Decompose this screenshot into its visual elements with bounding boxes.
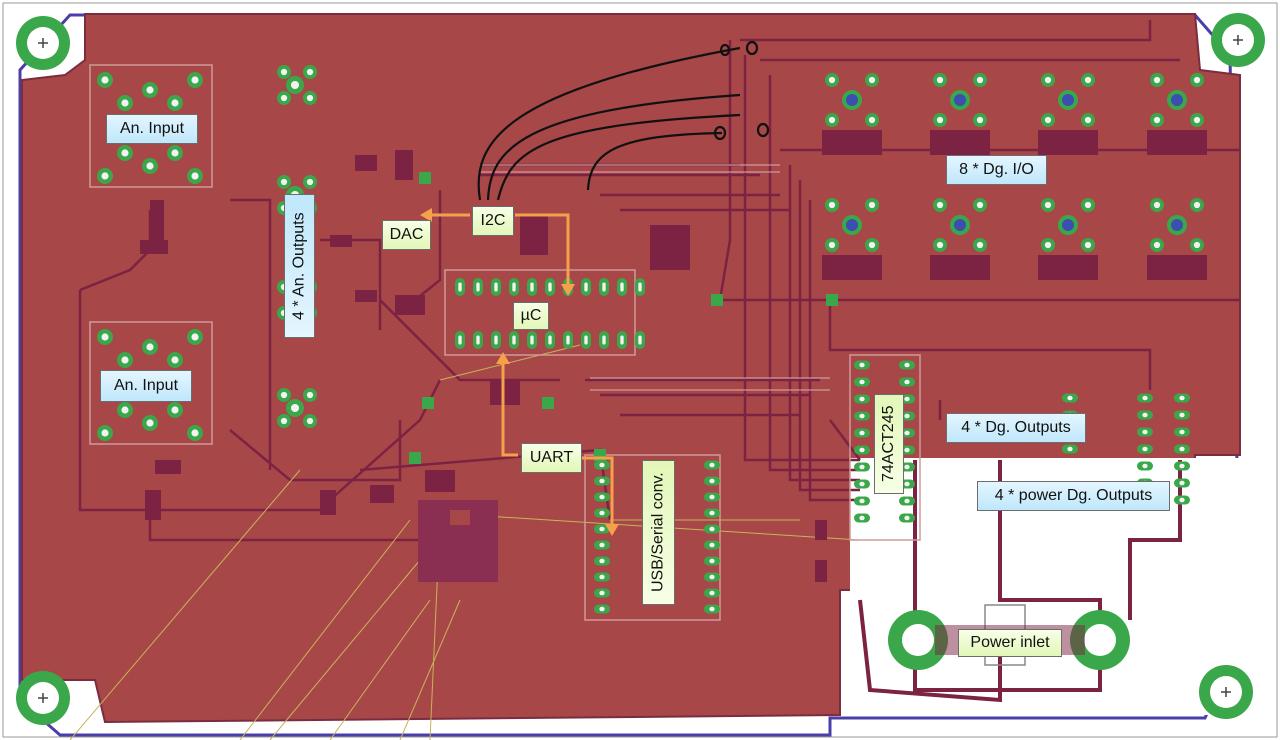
hand-drawn-wires (477, 40, 770, 201)
smd-pad (822, 130, 882, 155)
power-inlet-label: Power inlet (958, 629, 1062, 657)
smd-pad (320, 490, 336, 515)
dg-io-label: 8 * Dg. I/O (946, 155, 1047, 185)
smd-pad (395, 295, 425, 315)
ic-74act245-label: 74ACT245 (874, 394, 904, 494)
smd-pad (140, 240, 168, 254)
smd-pad (490, 380, 520, 405)
smd-pad (395, 150, 413, 180)
smd-pad (370, 485, 394, 503)
i2c-label: I2C (472, 206, 514, 236)
an-input-label-top: An. Input (106, 114, 198, 144)
smd-pad (425, 470, 455, 492)
smd-pad (355, 290, 377, 302)
smd-pad (150, 200, 164, 240)
via (542, 397, 554, 409)
smd-pad (930, 255, 990, 280)
ic-footprint (849, 354, 921, 541)
uc-label: µC (513, 302, 549, 330)
an-outputs-label: 4 * An. Outputs (284, 194, 315, 338)
uart-label: UART (521, 443, 582, 473)
smd-pad (815, 520, 827, 540)
smd-pad (650, 225, 690, 270)
an-input-footprints (89, 64, 213, 445)
uc-footprint (444, 269, 636, 356)
arrow-icon (420, 208, 619, 536)
dg-outputs-label: 4 * Dg. Outputs (946, 413, 1086, 443)
power-inlet-pad (888, 610, 948, 670)
usb-serial-footprint (584, 454, 721, 621)
smd-pad (145, 490, 161, 520)
smd-pad (1038, 130, 1098, 155)
mounting-hole-icon (1199, 665, 1253, 719)
smd-pad (815, 560, 827, 582)
mounting-hole-icon (1211, 13, 1265, 67)
mounting-hole-icon (16, 671, 70, 725)
usb-serial-label: USB/Serial conv. (642, 460, 675, 605)
an-input-label-bottom: An. Input (100, 370, 192, 402)
via (419, 172, 431, 184)
signal-traces (480, 164, 830, 391)
via (409, 452, 421, 464)
power-dg-outputs-label: 4 * power Dg. Outputs (977, 481, 1170, 511)
via (422, 397, 434, 409)
smd-pad (1147, 130, 1207, 155)
smd-pad (330, 235, 352, 247)
dac-label: DAC (382, 220, 431, 250)
smd-pad (355, 155, 377, 171)
via (711, 294, 723, 306)
smd-pad (1147, 255, 1207, 280)
smd-pad (930, 130, 990, 155)
pad-group (97, 65, 1207, 614)
arrow-icon (425, 213, 614, 530)
smd-pad (520, 215, 548, 255)
smd-pad (822, 255, 882, 280)
mounting-hole-icon (16, 16, 70, 70)
via (826, 294, 838, 306)
smd-pad (1038, 255, 1098, 280)
smd-pad (155, 460, 181, 474)
